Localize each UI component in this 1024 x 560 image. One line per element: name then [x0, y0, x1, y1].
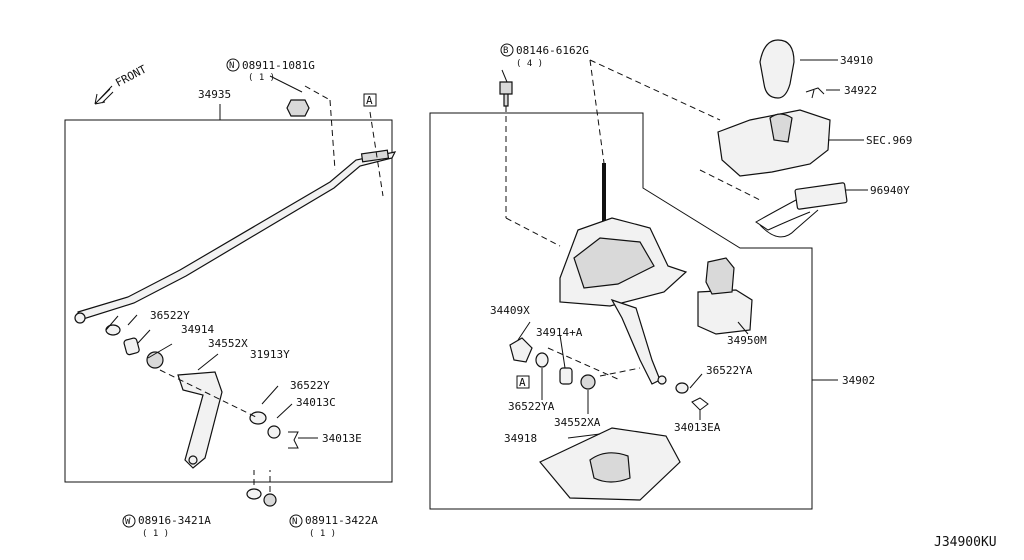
circle-w: W: [125, 517, 131, 527]
ref-a-right: A: [519, 376, 526, 389]
label-08911-3422a: 08911-3422A: [305, 514, 378, 527]
right-assembly-box: [429, 112, 813, 510]
washer-36522ya-right: [675, 382, 689, 394]
front-label: FRONT: [113, 62, 149, 89]
right-hardware: [499, 81, 709, 501]
right-leaders: [501, 59, 868, 439]
label-08911-1081g: 08911-1081G: [242, 59, 315, 72]
label-34552xa: 34552XA: [554, 416, 601, 429]
qty-08146: ( 4 ): [516, 59, 543, 69]
pin-34013e: [288, 431, 299, 449]
label-08146-6162g: 08146-6162G: [516, 44, 589, 57]
label-36522y-lower: 36522Y: [290, 379, 330, 392]
label-36522y-upper: 36522Y: [150, 309, 190, 322]
label-34552x: 34552X: [208, 337, 248, 350]
pin-34922: [805, 87, 825, 99]
left-assembly-box: [64, 119, 393, 483]
circle-n-2: N: [292, 517, 297, 527]
bushing-34552xa: [580, 374, 596, 390]
bushing-34914a: [559, 367, 573, 385]
ref-a-left: A: [366, 94, 373, 107]
label-34935: 34935: [198, 88, 231, 101]
circle-n-1: N: [229, 61, 234, 71]
clip-34013ea: [691, 397, 709, 411]
front-arrow: FRONT: [94, 62, 149, 105]
clip-34013c: [267, 425, 281, 439]
left-hardware: [105, 99, 310, 507]
left-leaders: [105, 75, 384, 492]
module-96940y: [794, 182, 848, 210]
label-36522ya-right: 36522YA: [706, 364, 753, 377]
lever-31913y: [177, 371, 223, 469]
label-96940y: 96940Y: [870, 184, 910, 197]
label-34914a: 34914+A: [536, 326, 583, 339]
bolt-08146: [499, 81, 513, 107]
washer-08916: [246, 488, 262, 500]
label-34013e: 34013E: [322, 432, 362, 445]
washer-36522y-upper: [105, 324, 121, 336]
label-31913y: 31913Y: [250, 348, 290, 361]
qty-08911-3422a: ( 1 ): [309, 529, 336, 539]
bushing-34914: [123, 337, 140, 356]
callout-labels: 34935 N 08911-1081G ( 1 ) A 36522Y 34914…: [122, 43, 997, 550]
qty-08916: ( 1 ): [142, 529, 169, 539]
nut-08911-3422a: [263, 493, 277, 507]
label-34914: 34914: [181, 323, 214, 336]
washer-36522y-lower: [249, 411, 267, 425]
solenoid-34950m: [697, 257, 753, 335]
shifter-device: [559, 163, 688, 385]
label-08916-3421a: 08916-3421A: [138, 514, 211, 527]
label-34013ea: 34013EA: [674, 421, 721, 434]
knob-34910: [759, 39, 795, 99]
label-34910: 34910: [840, 54, 873, 67]
label-34013c: 34013C: [296, 396, 336, 409]
washer-36522ya-left: [535, 352, 549, 368]
diagram-code: J34900KU: [934, 535, 997, 550]
circle-b: B: [503, 46, 508, 56]
qty-08911-1081g: ( 1 ): [248, 73, 275, 83]
nut-08911-1081g: [286, 99, 310, 117]
label-34950m: 34950M: [727, 334, 767, 347]
label-sec969: SEC.969: [866, 134, 912, 147]
label-34409x: 34409X: [490, 304, 530, 317]
label-34918: 34918: [504, 432, 537, 445]
label-34902: 34902: [842, 374, 875, 387]
upper-parts: [717, 39, 848, 238]
sensor-34409x: [509, 337, 533, 363]
label-34922: 34922: [844, 84, 877, 97]
control-rod-34935: [74, 149, 397, 324]
label-36522ya-left: 36522YA: [508, 400, 555, 413]
